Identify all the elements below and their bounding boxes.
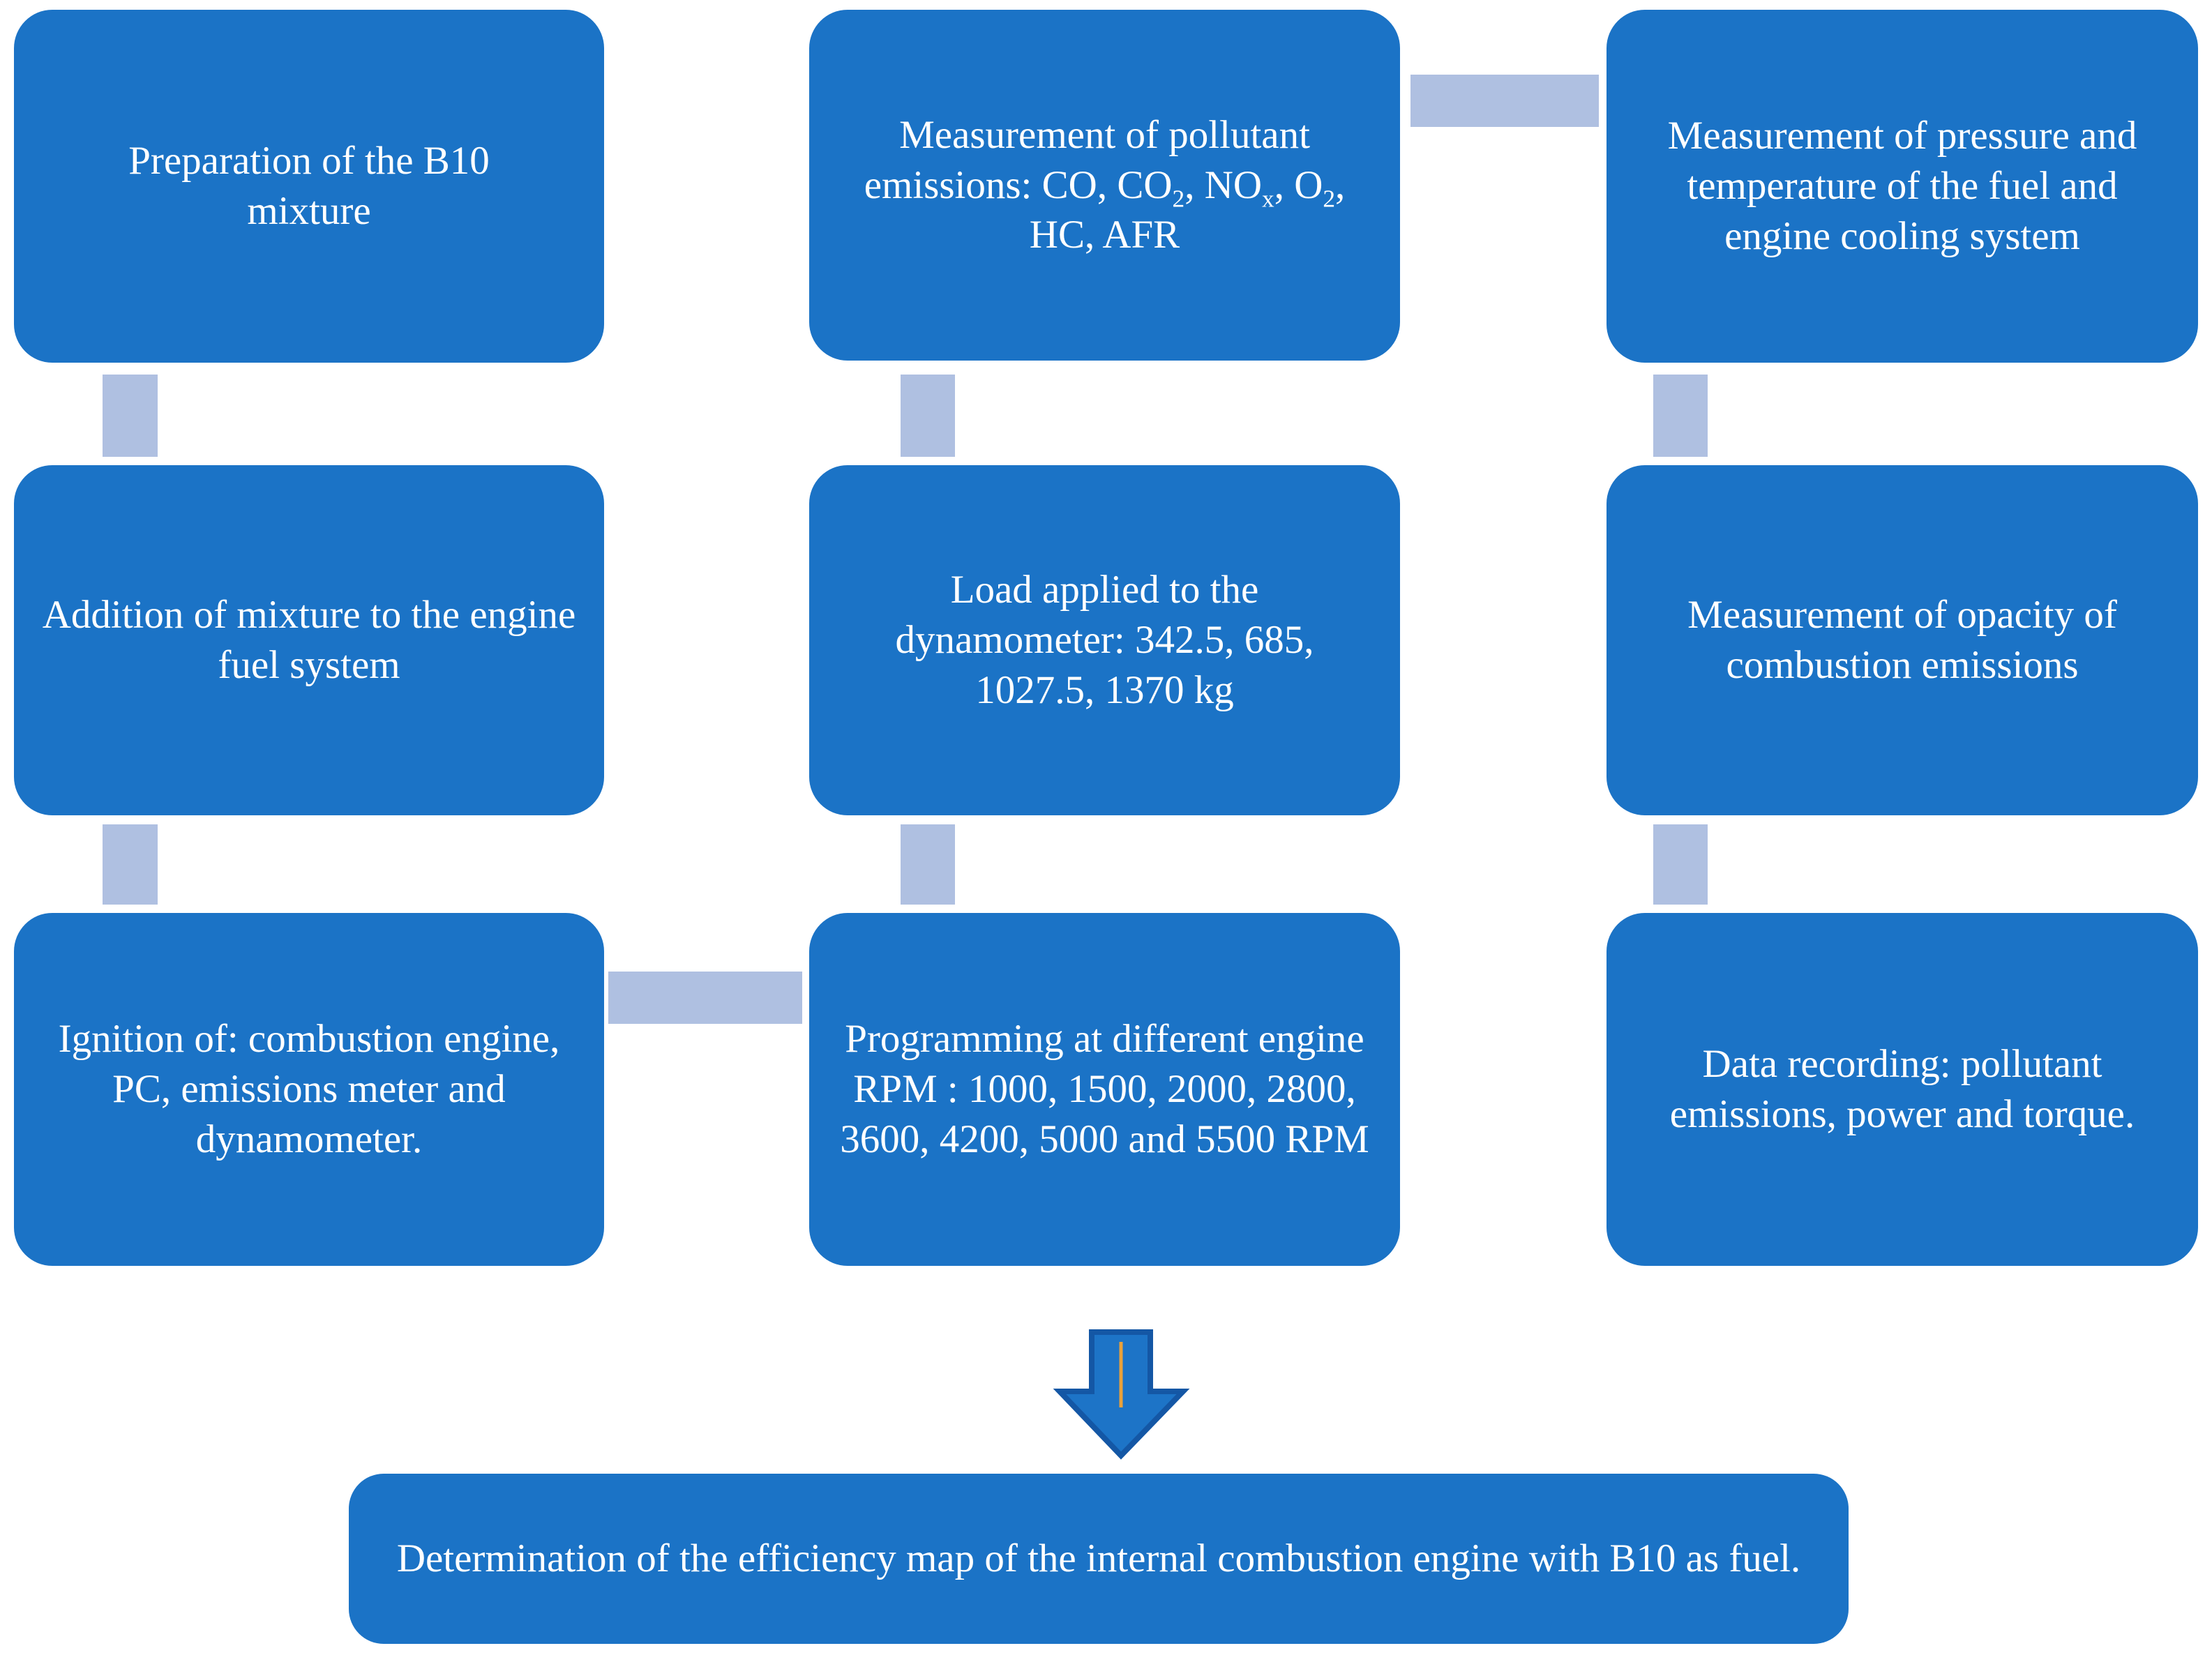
step-label: Measurement of pollutant emissions: CO, …: [864, 112, 1346, 257]
step-label: Measurement of pressure and temperature …: [1667, 114, 2137, 258]
connector-left-col-1: [103, 375, 158, 457]
step-measurement-pressure-temperature: Measurement of pressure and temperature …: [1607, 10, 2198, 363]
connector-emissions-to-pressure: [1410, 75, 1599, 127]
step-measurement-opacity: Measurement of opacity of combustion emi…: [1607, 465, 2198, 815]
step-label: Data recording: pollutant emissions, pow…: [1669, 1042, 2135, 1136]
connector-middle-col-1: [901, 375, 955, 457]
step-label: Ignition of: combustion engine, PC, emis…: [58, 1017, 560, 1161]
step-label: Measurement of opacity of combustion emi…: [1687, 593, 2117, 687]
step-label: Programming at different engine RPM : 10…: [840, 1017, 1369, 1161]
step-label: Determination of the efficiency map of t…: [396, 1536, 1801, 1581]
step-addition-mixture-fuel-system: Addition of mixture to the engine fuel s…: [14, 465, 604, 815]
connector-right-col-1: [1653, 375, 1708, 457]
step-load-applied-dynamometer: Load applied to the dynamometer: 342.5, …: [809, 465, 1400, 815]
down-arrow-icon: [1048, 1324, 1194, 1463]
step-programming-engine-rpm: Programming at different engine RPM : 10…: [809, 913, 1400, 1266]
step-label: Addition of mixture to the engine fuel s…: [42, 593, 576, 687]
connector-left-col-2: [103, 824, 158, 905]
step-label: Load applied to the dynamometer: 342.5, …: [895, 568, 1314, 712]
step-preparation-b10-mixture: Preparation of the B10 mixture: [14, 10, 604, 363]
step-determination-efficiency-map: Determination of the efficiency map of t…: [349, 1474, 1849, 1644]
connector-right-col-2: [1653, 824, 1708, 905]
step-ignition-equipment: Ignition of: combustion engine, PC, emis…: [14, 913, 604, 1266]
step-label: Preparation of the B10 mixture: [128, 139, 490, 233]
connector-middle-col-2: [901, 824, 955, 905]
step-data-recording: Data recording: pollutant emissions, pow…: [1607, 913, 2198, 1266]
connector-ignition-to-programming: [608, 972, 802, 1024]
step-measurement-pollutant-emissions: Measurement of pollutant emissions: CO, …: [809, 10, 1400, 361]
